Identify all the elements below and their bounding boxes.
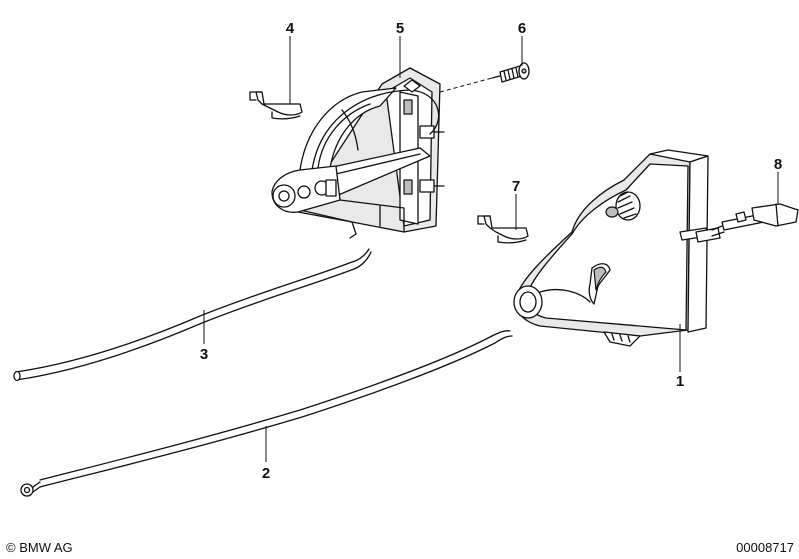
label-part-7: 7 [512, 178, 520, 195]
lock-mechanism-part-5 [271, 67, 445, 239]
label-part-5: 5 [396, 20, 404, 37]
label-part-1: 1 [676, 373, 684, 390]
label-part-8: 8 [774, 156, 782, 173]
clip-part-7 [477, 215, 529, 244]
label-part-6: 6 [518, 20, 526, 37]
label-part-4: 4 [286, 20, 295, 37]
rod-part-3 [13, 248, 372, 382]
pull-rod-part-8 [711, 203, 799, 237]
screw-axis-line [439, 77, 493, 93]
label-part-3: 3 [200, 346, 208, 363]
screw-part-6 [491, 62, 530, 83]
image-number: 00008717 [736, 540, 794, 555]
label-part-2: 2 [262, 465, 270, 482]
clip-part-4 [249, 91, 303, 120]
leader-lines [203, 36, 779, 462]
copyright-text: © BMW AG [6, 540, 73, 555]
lock-housing-part-1 [513, 149, 721, 347]
rod-part-2 [20, 330, 513, 497]
